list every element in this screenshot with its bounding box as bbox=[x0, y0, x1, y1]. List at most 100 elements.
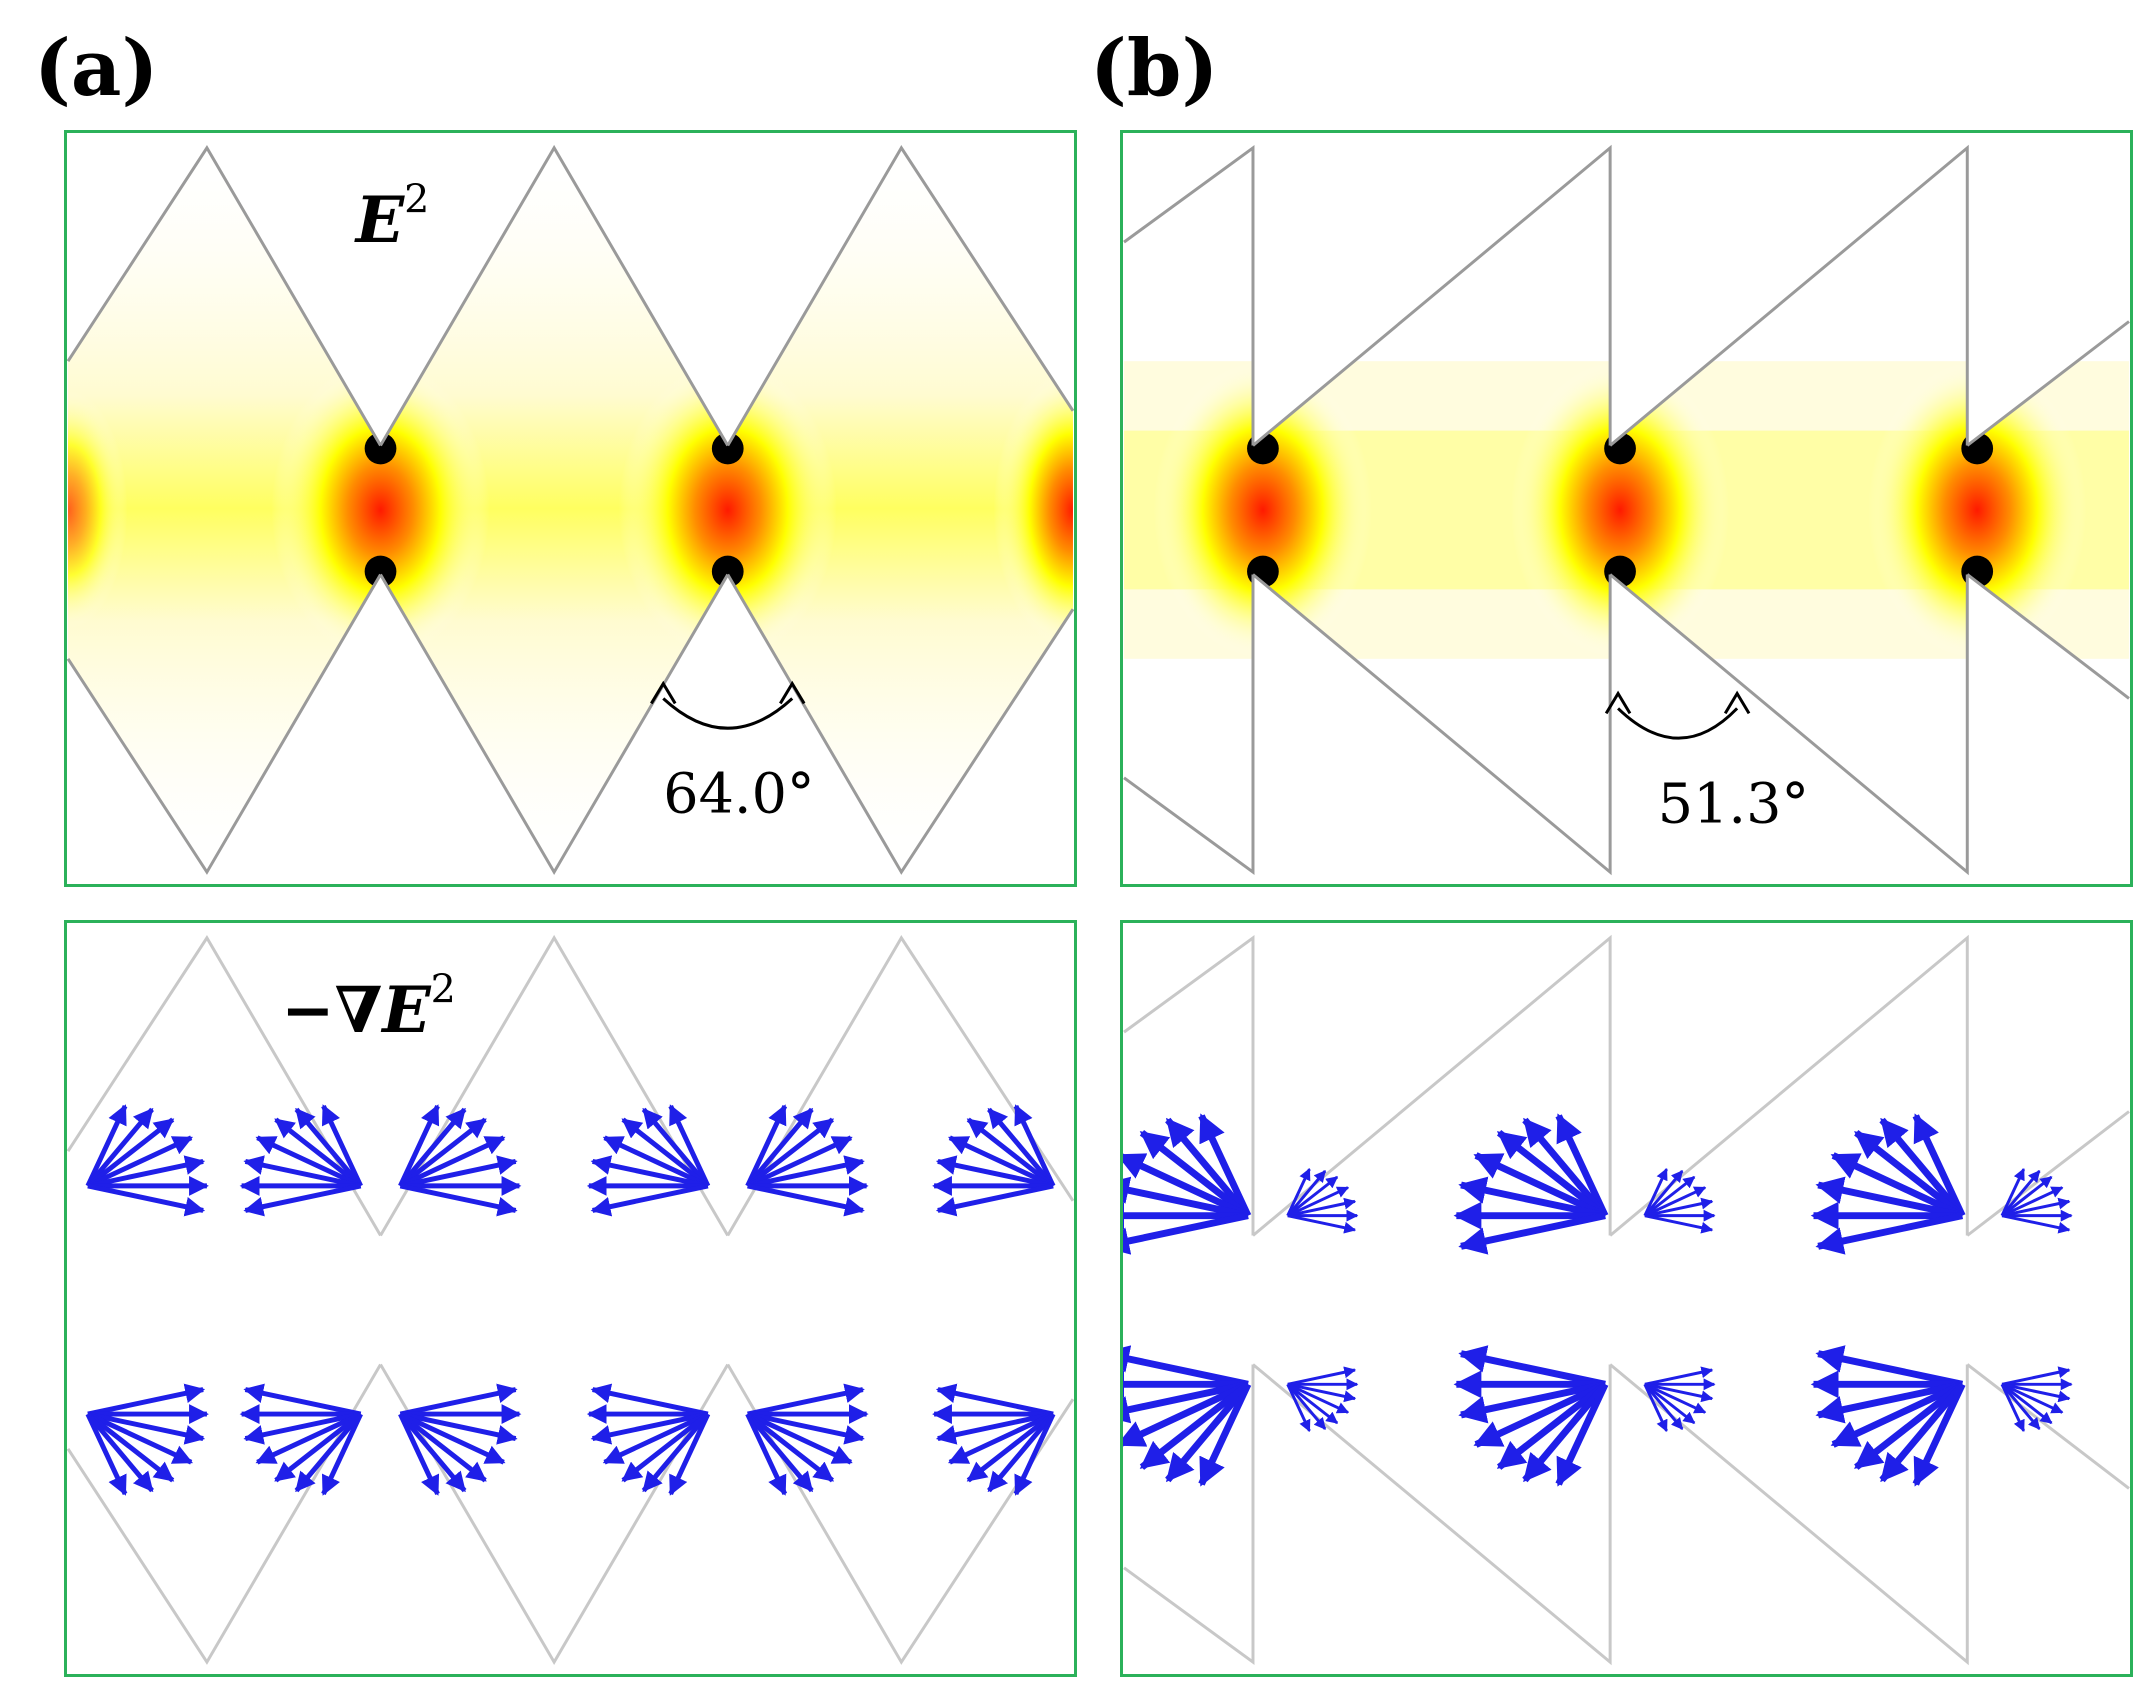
force-arrow bbox=[2000, 1383, 2026, 1432]
force-arrow bbox=[399, 1411, 518, 1445]
force-arrow bbox=[1643, 1167, 1668, 1217]
panel-a-angle-arc bbox=[662, 697, 794, 730]
force-arrow bbox=[1854, 1381, 1965, 1470]
force-arrow bbox=[987, 1107, 1056, 1188]
force-arrow bbox=[621, 1117, 710, 1188]
force-arrow bbox=[641, 1412, 710, 1493]
force-arrow bbox=[1139, 1381, 1251, 1470]
panel-a-angle-label: 64.0° bbox=[663, 762, 814, 827]
panel-a-field-fill bbox=[68, 147, 1073, 873]
arc-arrow-left-icon bbox=[650, 680, 677, 705]
force-arrow bbox=[745, 1107, 814, 1188]
arc-arrow-left-icon bbox=[1604, 690, 1632, 715]
force-arrow bbox=[1830, 1152, 1964, 1219]
force-arrow bbox=[1643, 1175, 1696, 1217]
force-arrow bbox=[2001, 1214, 2071, 1234]
force-arrow bbox=[1473, 1381, 1607, 1448]
force-arrow bbox=[745, 1413, 788, 1496]
force-arrow bbox=[1644, 1366, 1714, 1386]
force-arrow bbox=[1198, 1382, 1252, 1487]
force-arrow bbox=[621, 1412, 710, 1483]
force-arrow bbox=[2001, 1186, 2064, 1218]
force-arrow bbox=[399, 1383, 518, 1417]
force-arrow bbox=[1287, 1382, 1350, 1414]
force-arrow bbox=[321, 1104, 363, 1187]
force-arrow bbox=[85, 1413, 128, 1496]
force-arrow bbox=[746, 1411, 853, 1465]
force-arrow bbox=[935, 1383, 1054, 1417]
force-arrow bbox=[87, 1155, 206, 1189]
force-arrow bbox=[2001, 1175, 2053, 1217]
force-arrow bbox=[2001, 1382, 2064, 1414]
force-arrow bbox=[398, 1412, 467, 1493]
force-arrow bbox=[1912, 1382, 1966, 1487]
force-arrow bbox=[1522, 1382, 1608, 1483]
force-arrow bbox=[1854, 1130, 1965, 1219]
force-arrow bbox=[1123, 1176, 1249, 1220]
panel-a-bowtie-outline bbox=[67, 934, 1074, 1666]
force-arrow bbox=[1555, 1113, 1609, 1218]
panel-a-field-map: E2 64.0° bbox=[64, 130, 1077, 887]
force-arrow bbox=[2000, 1170, 2041, 1217]
gradient-label: −∇E2 bbox=[281, 966, 456, 1047]
force-arrow bbox=[602, 1135, 709, 1189]
force-arrow bbox=[947, 1135, 1055, 1189]
force-arrow bbox=[1123, 1153, 1250, 1219]
force-arrow bbox=[747, 1383, 865, 1417]
force-arrow bbox=[1287, 1382, 1357, 1403]
force-arrow bbox=[398, 1107, 467, 1188]
panel-b-arrow-field bbox=[1123, 1113, 2073, 1487]
force-arrow bbox=[2000, 1167, 2026, 1217]
force-arrow bbox=[255, 1135, 362, 1189]
force-arrow bbox=[1815, 1380, 1964, 1424]
force-arrow bbox=[399, 1155, 518, 1189]
panel-b-gradient-map bbox=[1120, 920, 2133, 1677]
force-arrow bbox=[398, 1117, 487, 1188]
force-arrow bbox=[1496, 1130, 1608, 1219]
force-arrow bbox=[1286, 1175, 1339, 1217]
panel-a-bowtie-outline bbox=[67, 144, 1074, 876]
force-arrow bbox=[602, 1411, 709, 1465]
panel-b-triangle-outline bbox=[1123, 144, 2130, 876]
force-arrow bbox=[1287, 1214, 1357, 1234]
panel-a-gradient-svg: −∇E2 bbox=[67, 934, 1074, 1666]
force-arrow bbox=[746, 1412, 835, 1483]
force-arrow bbox=[1286, 1383, 1311, 1432]
force-arrow bbox=[243, 1183, 362, 1217]
force-arrow bbox=[1458, 1345, 1606, 1388]
panel-a-letter: (a) bbox=[34, 23, 159, 114]
force-arrow bbox=[1286, 1383, 1339, 1425]
force-arrow bbox=[2001, 1383, 2053, 1425]
force-arrow bbox=[668, 1413, 711, 1496]
force-arrow bbox=[86, 1412, 175, 1483]
force-arrow bbox=[746, 1117, 835, 1188]
force-arrow bbox=[1458, 1380, 1606, 1424]
force-arrow bbox=[87, 1183, 206, 1217]
force-arrow bbox=[243, 1155, 362, 1189]
force-arrow bbox=[274, 1117, 363, 1188]
force-arrow bbox=[86, 1117, 175, 1188]
force-arrow bbox=[668, 1104, 711, 1187]
force-arrow bbox=[1013, 1413, 1056, 1496]
force-arrow bbox=[1643, 1383, 1684, 1430]
force-arrow bbox=[1815, 1176, 1964, 1220]
force-arrow bbox=[294, 1412, 363, 1493]
panel-b-field-map: 51.3° bbox=[1120, 130, 2133, 887]
force-arrow bbox=[2000, 1383, 2041, 1430]
force-arrow bbox=[85, 1412, 154, 1493]
force-arrow bbox=[399, 1411, 506, 1465]
panel-a-field-svg: E2 64.0° bbox=[67, 144, 1074, 876]
force-arrow bbox=[398, 1412, 487, 1483]
force-arrow bbox=[747, 1183, 865, 1217]
force-arrow bbox=[987, 1412, 1056, 1493]
force-arrow bbox=[1123, 1380, 1249, 1424]
force-arrow bbox=[1165, 1117, 1251, 1218]
force-arrow bbox=[1139, 1130, 1251, 1219]
panel-b-letter: (b) bbox=[1090, 23, 1219, 114]
force-arrow bbox=[590, 1183, 709, 1217]
force-arrow bbox=[966, 1117, 1055, 1188]
force-arrow bbox=[321, 1413, 363, 1496]
force-arrow bbox=[1123, 1345, 1249, 1388]
force-arrow bbox=[1644, 1197, 1714, 1218]
force-arrow bbox=[85, 1107, 154, 1188]
